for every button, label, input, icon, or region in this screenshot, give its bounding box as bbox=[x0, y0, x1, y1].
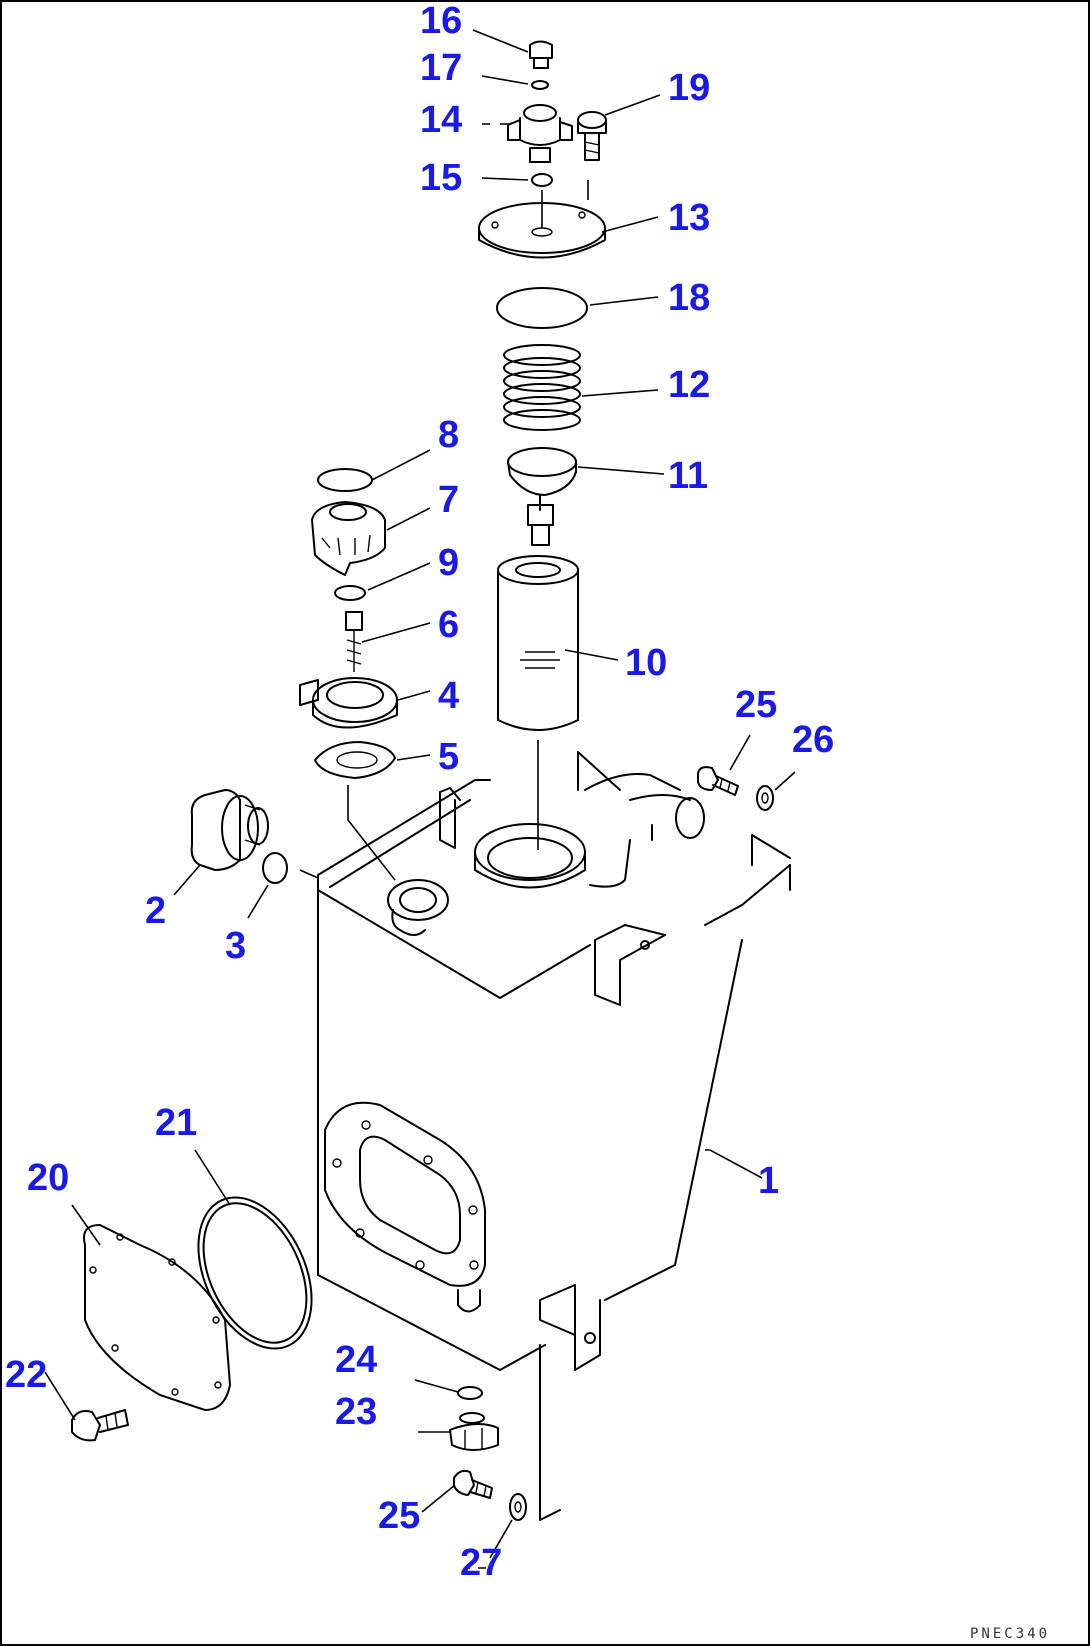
callout-10: 10 bbox=[625, 642, 667, 684]
callout-18: 18 bbox=[668, 277, 710, 319]
gasket-part-5 bbox=[314, 741, 396, 779]
callout-4: 4 bbox=[438, 675, 459, 717]
callout-25-lower: 25 bbox=[378, 1495, 420, 1537]
callout-3: 3 bbox=[225, 925, 246, 967]
o-ring-part-15 bbox=[531, 173, 553, 187]
callout-13: 13 bbox=[668, 197, 710, 239]
bolt-part-19 bbox=[577, 111, 607, 161]
drawing-code: PNEC340 bbox=[970, 1626, 1050, 1642]
o-ring-part-17 bbox=[531, 80, 549, 90]
callout-12: 12 bbox=[668, 364, 710, 406]
o-ring-part-18 bbox=[496, 287, 588, 329]
callout-17: 17 bbox=[420, 47, 462, 89]
drain-plug-part-23 bbox=[449, 1412, 499, 1451]
washer-part-26 bbox=[756, 785, 774, 811]
gasket-ring-part-21 bbox=[197, 1196, 313, 1350]
side-flange-opening bbox=[324, 1101, 486, 1287]
washer-part-27 bbox=[509, 1493, 527, 1521]
o-ring-part-24 bbox=[457, 1386, 483, 1400]
bolt-part-22 bbox=[71, 1409, 129, 1442]
callout-7: 7 bbox=[438, 479, 459, 521]
filter-element-part-10 bbox=[497, 555, 579, 731]
callout-5: 5 bbox=[438, 736, 459, 778]
callout-26: 26 bbox=[792, 719, 834, 761]
callout-20: 20 bbox=[27, 1157, 69, 1199]
callout-16: 16 bbox=[420, 0, 462, 42]
cap-part-7 bbox=[311, 501, 386, 576]
callout-24: 24 bbox=[335, 1339, 377, 1381]
callout-19: 19 bbox=[668, 67, 710, 109]
valve-part-11 bbox=[507, 447, 577, 546]
plug-part-16 bbox=[529, 40, 553, 69]
fitting-part-2 bbox=[190, 789, 269, 871]
callout-23: 23 bbox=[335, 1391, 377, 1433]
cover-part-13 bbox=[478, 202, 606, 259]
spring-part-12 bbox=[503, 344, 581, 431]
o-ring-part-3 bbox=[262, 852, 288, 884]
callout-15: 15 bbox=[420, 157, 462, 199]
callout-11: 11 bbox=[668, 455, 708, 497]
callout-2: 2 bbox=[145, 890, 166, 932]
bolt-part-6 bbox=[345, 611, 363, 672]
leader-lines bbox=[44, 29, 796, 1559]
tank-body-part-1 bbox=[317, 751, 791, 1521]
callout-22: 22 bbox=[5, 1354, 47, 1396]
callout-14: 14 bbox=[420, 99, 462, 141]
callout-labels: 16 17 14 19 15 13 18 12 8 11 7 9 6 10 4 … bbox=[5, 0, 834, 1584]
cover-plate-part-20 bbox=[83, 1224, 231, 1411]
bolt-part-25-upper bbox=[697, 766, 739, 796]
callout-9: 9 bbox=[438, 542, 459, 584]
leader-line-5-to-tank bbox=[347, 785, 396, 881]
callout-8: 8 bbox=[438, 414, 459, 456]
callout-21: 21 bbox=[155, 1102, 197, 1144]
o-ring-part-9 bbox=[334, 585, 366, 601]
valve-body-part-14 bbox=[507, 104, 573, 163]
callout-25-upper: 25 bbox=[735, 684, 777, 726]
strainer-cap-part-8 bbox=[317, 468, 373, 492]
callout-6: 6 bbox=[438, 604, 459, 646]
callout-27: 27 bbox=[460, 1542, 502, 1584]
bolt-part-25-lower bbox=[453, 1469, 493, 1499]
callout-1: 1 bbox=[758, 1160, 779, 1202]
strainer-base-part-4 bbox=[299, 677, 398, 729]
